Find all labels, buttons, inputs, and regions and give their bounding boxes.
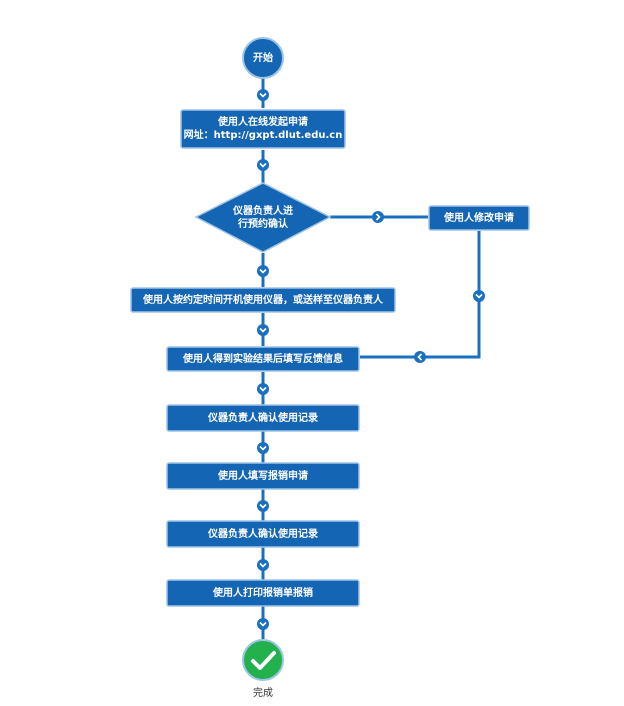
chevron-right-icon: [372, 211, 384, 223]
chevron-down-icon: [257, 159, 269, 171]
decision-node: [194, 182, 332, 253]
reimburse-apply-node: [166, 462, 360, 490]
end-node: [242, 639, 284, 681]
chevron-down-icon: [257, 618, 269, 630]
submit-application-node: [180, 109, 346, 149]
confirm-record-node-2: [166, 520, 360, 548]
print-form-node: [166, 579, 360, 607]
chevron-down-icon: [257, 89, 269, 101]
chevron-left-icon: [414, 351, 426, 363]
confirm-record-node-1: [166, 404, 360, 432]
end-label: 完成: [253, 688, 273, 699]
chevron-down-icon: [257, 324, 269, 336]
connector-modify-to-feedback: [360, 231, 481, 359]
feedback-node: [166, 346, 360, 372]
chevron-down-icon: [473, 290, 485, 302]
chevron-down-icon: [257, 500, 269, 512]
chevron-down-icon: [257, 265, 269, 277]
chevron-down-icon: [257, 559, 269, 571]
modify-application-node: [428, 205, 530, 231]
arrow-markers: [257, 89, 485, 630]
use-instrument-node: [130, 287, 396, 313]
chevron-down-icon: [257, 442, 269, 454]
chevron-down-icon: [257, 383, 269, 395]
checkmark-icon: [251, 651, 276, 670]
start-node: [242, 37, 284, 79]
